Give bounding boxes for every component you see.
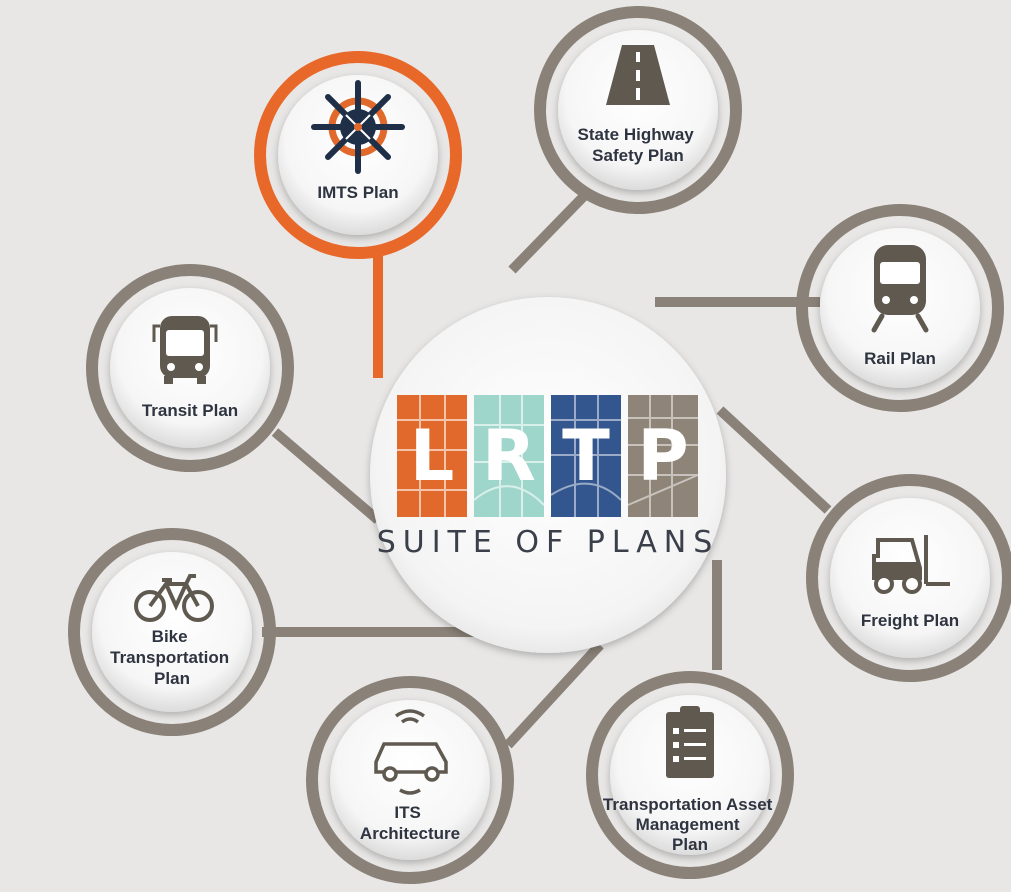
hub-subtitle: SUITE OF PLANS (377, 525, 720, 560)
connector-freight-plan (716, 406, 832, 514)
node-label-line: Transportation Asset (603, 795, 773, 814)
connector-its-architecture (504, 641, 604, 749)
node-label-line: Bike (152, 627, 188, 646)
node-label-line: Plan (672, 835, 708, 854)
node-ring (534, 6, 742, 214)
node-transportation-asset-management-plan[interactable]: Transportation Asset Management Plan (586, 671, 794, 879)
node-label: Transportation Asset Management Plan (603, 795, 777, 854)
forklift-icon (872, 535, 950, 594)
node-rail-plan[interactable]: Rail Plan (796, 204, 1004, 412)
node-ring (86, 264, 294, 472)
logo-tile-t: T (550, 395, 622, 517)
node-disc (330, 700, 490, 860)
node-freight-plan[interactable]: Freight Plan (806, 474, 1011, 682)
logo-letter-r: R (482, 415, 536, 497)
node-imts-plan[interactable]: IMTS Plan (254, 51, 462, 259)
road-icon (606, 45, 670, 105)
node-ring (796, 204, 1004, 412)
node-transit-plan[interactable]: Transit Plan (86, 264, 294, 472)
node-ring (68, 528, 276, 736)
node-label: Rail Plan (864, 349, 936, 368)
node-label: Bike Transportation Plan (110, 627, 234, 688)
node-label-line: ITS (394, 803, 420, 822)
node-ring (306, 676, 514, 884)
logo-tile-p: P (627, 395, 699, 517)
lrtp-logo: L R T P (397, 395, 699, 517)
node-disc (92, 552, 252, 712)
bus-icon (152, 316, 218, 384)
node-its-architecture[interactable]: ITS Architecture (306, 676, 514, 884)
node-label-line: Freight Plan (861, 611, 959, 630)
node-state-highway-safety-plan[interactable]: State Highway Safety Plan (534, 6, 742, 214)
clipboard-icon (666, 706, 714, 778)
logo-tile-l: L (397, 395, 467, 517)
connector-lines (262, 191, 832, 749)
bicycle-icon (134, 574, 214, 622)
connector-state-highway (508, 191, 589, 274)
node-label: State Highway Safety Plan (578, 125, 699, 165)
hub-circle (370, 297, 726, 653)
node-bike-transportation-plan[interactable]: Bike Transportation Plan (68, 528, 276, 736)
node-label: Freight Plan (861, 611, 959, 630)
node-label: ITS Architecture (360, 803, 460, 843)
node-label: Transit Plan (142, 401, 238, 420)
logo-letter-p: P (637, 415, 688, 497)
node-label-line: Management (636, 815, 740, 834)
logo-letter-t: T (562, 415, 610, 497)
node-label-line: Transportation (110, 648, 229, 667)
ship-wheel-icon (311, 80, 405, 174)
node-label: IMTS Plan (317, 183, 398, 202)
node-ring (806, 474, 1011, 682)
node-label-line: Rail Plan (864, 349, 936, 368)
logo-tile-r: R (473, 395, 545, 517)
train-icon (871, 245, 929, 333)
connector-transit-plan (271, 428, 382, 524)
node-label-line: Architecture (360, 824, 460, 843)
node-label-line: Safety Plan (592, 146, 684, 165)
logo-letter-l: L (410, 415, 455, 497)
connected-car-icon (374, 709, 448, 795)
node-label-line: IMTS Plan (317, 183, 398, 202)
node-ring (254, 51, 462, 259)
node-label-line: Transit Plan (142, 401, 238, 420)
node-disc (558, 30, 718, 190)
node-ring (586, 671, 794, 879)
node-label-line: Plan (154, 669, 190, 688)
lrtp-hub: L R T P SUITE OF PLANS (370, 297, 726, 653)
node-label-line: State Highway (578, 125, 695, 144)
